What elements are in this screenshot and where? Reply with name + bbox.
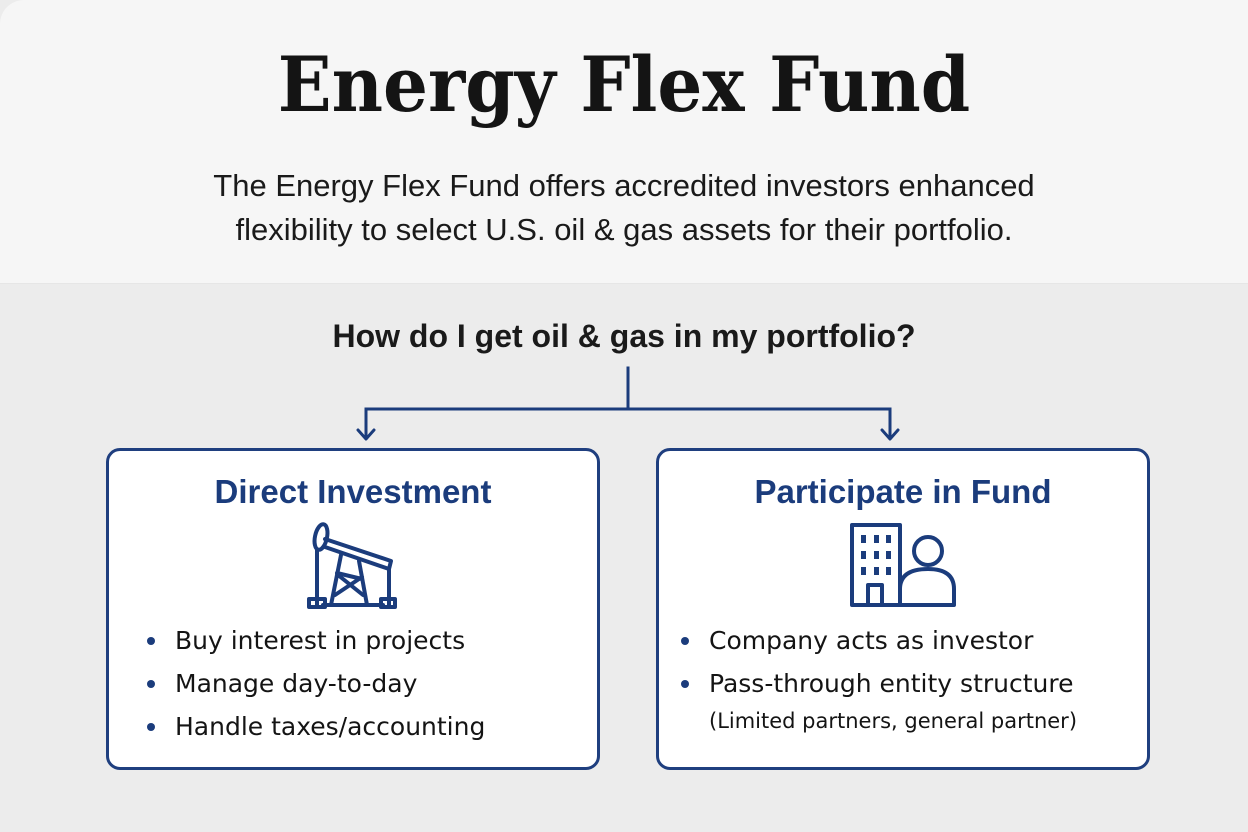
arrow-down-icon: [356, 428, 376, 441]
arrow-down-icon: [880, 428, 900, 441]
building-person-icon: [850, 523, 956, 607]
branch-connector: [356, 366, 900, 441]
oil-pump-icon: [307, 522, 397, 609]
card-title: Participate in Fund: [754, 473, 1052, 510]
card-title: Direct Investment: [214, 473, 492, 510]
bullet-dot-icon: [681, 637, 689, 645]
bullet-note: (Limited partners, general partner): [709, 709, 1078, 733]
bullet-list: Company acts as investor Pass-through en…: [681, 623, 1077, 733]
list-item: Buy interest in projects: [147, 623, 485, 666]
option-card-participate-in-fund: Participate in Fund Company acts as inve…: [656, 448, 1150, 770]
header-section: Energy Flex Fund The Energy Flex Fund of…: [0, 0, 1248, 284]
bullet-list: Buy interest in projects Manage day-to-d…: [147, 623, 485, 752]
bullet-dot-icon: [147, 723, 155, 731]
page-title: Energy Flex Fund: [277, 40, 971, 129]
list-item: Company acts as investor: [681, 623, 1077, 666]
bullet-dot-icon: [681, 680, 689, 688]
subtitle-line-2: flexibility to select U.S. oil & gas ass…: [235, 212, 1013, 247]
option-card-direct-investment: Direct Investment Buy interest in projec…: [106, 448, 600, 770]
list-item: Manage day-to-day: [147, 666, 485, 709]
list-item: Handle taxes/accounting: [147, 709, 485, 752]
bullet-dot-icon: [147, 637, 155, 645]
bullet-dot-icon: [147, 680, 155, 688]
list-item: Pass-through entity structure (Limited p…: [681, 666, 1077, 733]
question-heading: How do I get oil & gas in my portfolio?: [332, 318, 916, 354]
subtitle-line-1: The Energy Flex Fund offers accredited i…: [213, 168, 1035, 203]
page-subtitle: The Energy Flex Fund offers accredited i…: [0, 164, 1248, 252]
